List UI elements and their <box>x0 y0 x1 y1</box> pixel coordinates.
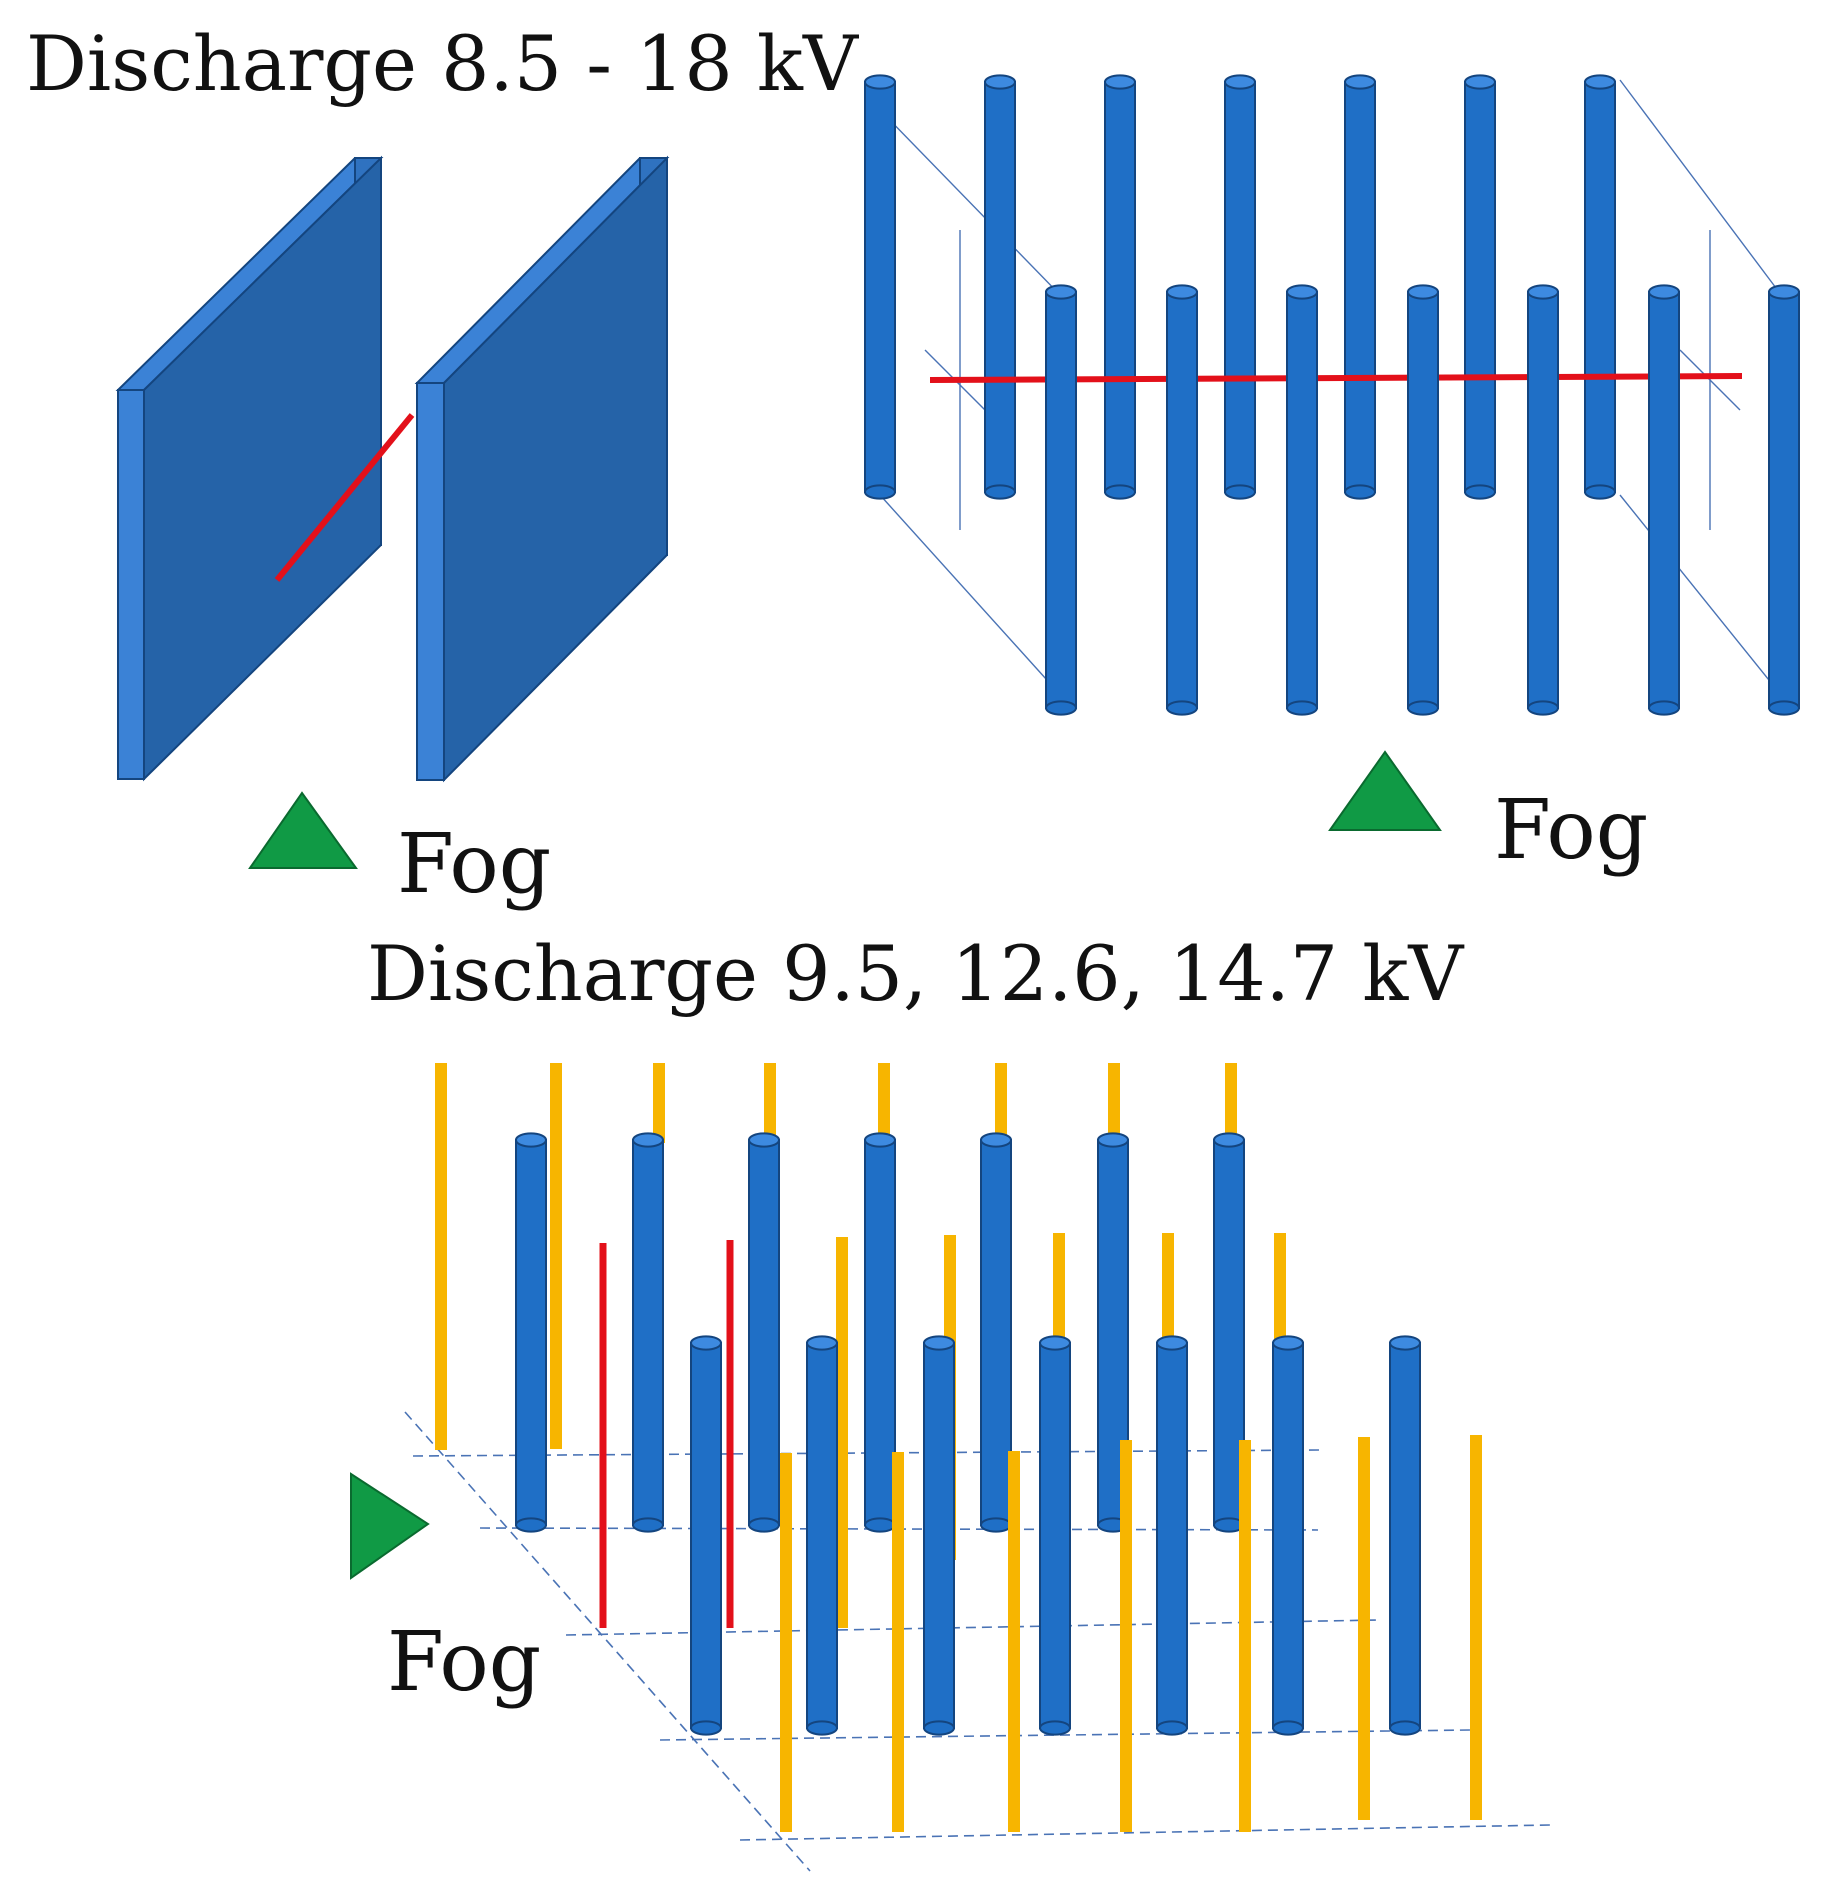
electrode-rod <box>1039 1335 1071 1736</box>
electrode-rod-back <box>984 74 1016 500</box>
collector-rod <box>892 1452 904 1832</box>
electrode-rod-back <box>1104 74 1136 500</box>
top-discharge-title: Discharge 8.5 - 18 kV <box>26 19 859 108</box>
electrode-rod-back <box>1344 74 1376 500</box>
collector-rod <box>1470 1435 1482 1820</box>
fog-label-right: Fog <box>1494 783 1648 878</box>
discharge-wire-plates <box>274 413 415 582</box>
electrode-rod-front <box>1407 284 1439 716</box>
discharge-wire <box>726 1240 734 1628</box>
electrode-rod <box>515 1132 547 1533</box>
electrode-rod <box>748 1132 780 1533</box>
collector-rod <box>780 1453 792 1832</box>
collector-rod <box>1108 1063 1120 1143</box>
electrode-rod <box>864 1132 896 1533</box>
bottom-discharge-title: Discharge 9.5, 12.6, 14.7 kV <box>367 929 1464 1018</box>
rod-grid-3d <box>404 1063 1551 1872</box>
collector-rod <box>653 1063 665 1143</box>
green-triangle-icon <box>248 791 358 869</box>
collector-rod <box>836 1237 848 1628</box>
electrode-rod <box>690 1335 722 1736</box>
electrode-rod <box>923 1335 955 1736</box>
parallel-plate-electrodes <box>115 155 670 783</box>
collector-rod <box>1120 1440 1132 1832</box>
grid-rods <box>435 1063 1482 1832</box>
electrode-rod-front <box>1045 284 1077 716</box>
electrode-rod-back <box>1224 74 1256 500</box>
guide-lines-top-right <box>879 79 1786 701</box>
collector-rod <box>550 1063 562 1449</box>
electrode-rod <box>980 1132 1012 1533</box>
collector-rod <box>1008 1451 1020 1832</box>
collector-rod <box>764 1063 776 1141</box>
collector-rod <box>435 1063 447 1450</box>
fog-label-bottom: Fog <box>387 1615 541 1710</box>
collector-rod <box>995 1063 1007 1143</box>
fog-label-left: Fog <box>397 817 551 912</box>
green-triangle-icon <box>1328 750 1442 831</box>
back-row-rods <box>864 74 1616 500</box>
electrode-rod-front <box>1648 284 1680 716</box>
discharge-wire <box>599 1243 607 1628</box>
dashed-floor-grid <box>404 1411 1551 1872</box>
electrode-rod-back <box>1584 74 1616 500</box>
collector-rod <box>1358 1437 1370 1820</box>
electrode-rod <box>1156 1335 1188 1736</box>
electrode-rod <box>1389 1335 1421 1736</box>
electrode-rod-front <box>1768 284 1800 716</box>
collector-rod <box>1239 1440 1251 1832</box>
rod-array-two-rows <box>864 74 1800 716</box>
collector-rod <box>878 1063 890 1143</box>
electrode-rod <box>632 1132 664 1533</box>
green-triangle-icon <box>350 1472 430 1580</box>
electrode-rod-back <box>1464 74 1496 500</box>
electrode-rod <box>806 1335 838 1736</box>
electrode-rod-front <box>1527 284 1559 716</box>
front-row-rods <box>1045 284 1800 716</box>
electrode-rod-front <box>1286 284 1318 716</box>
electrode-rod <box>1097 1132 1129 1533</box>
collector-rod <box>1225 1063 1237 1143</box>
plate-electrode-right <box>414 155 670 783</box>
electrode-rod <box>1272 1335 1304 1736</box>
plate-electrode-left <box>115 155 384 782</box>
electrode-rod-front <box>1166 284 1198 716</box>
electrode-rod-back <box>864 74 896 500</box>
